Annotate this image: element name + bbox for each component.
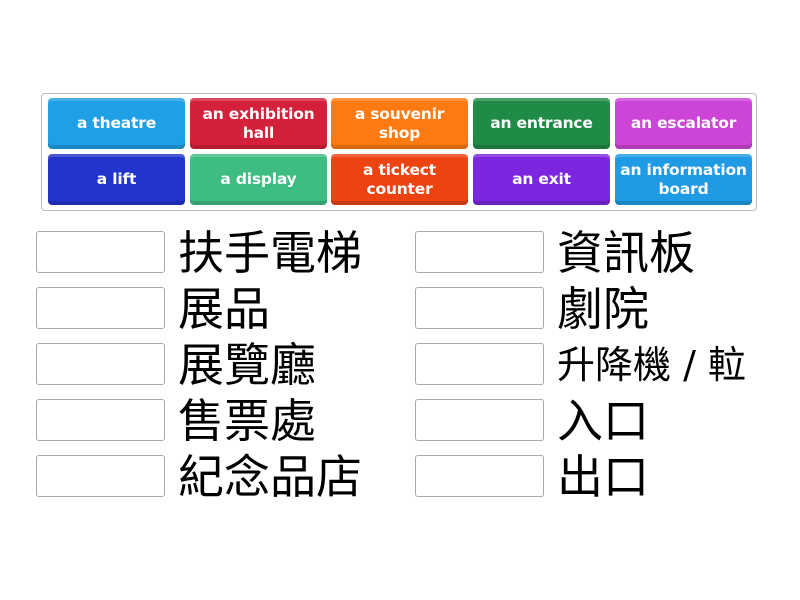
tile-a-ticket-counter[interactable]: a tickect counter: [331, 154, 468, 205]
target-label-theatre: 劇院: [557, 282, 649, 336]
target-label-information-board: 資訊板: [557, 226, 695, 280]
tile-an-entrance[interactable]: an entrance: [473, 98, 610, 149]
target-label-souvenir-shop: 紀念品店: [178, 450, 362, 504]
tile-a-display[interactable]: a display: [190, 154, 327, 205]
target-label-entrance: 入口: [557, 394, 649, 448]
tile-a-theatre[interactable]: a theatre: [48, 98, 185, 149]
tile-a-lift[interactable]: a lift: [48, 154, 185, 205]
drop-slot-information-board[interactable]: [415, 231, 544, 273]
tile-an-exhibition-hall[interactable]: an exhibition hall: [190, 98, 327, 149]
target-label-display: 展品: [178, 282, 270, 336]
tile-an-exit[interactable]: an exit: [473, 154, 610, 205]
drop-slot-exhibition-hall[interactable]: [36, 343, 165, 385]
tile-an-escalator[interactable]: an escalator: [615, 98, 752, 149]
target-label-ticket-counter: 售票處: [178, 394, 316, 448]
target-label-escalator: 扶手電梯: [178, 226, 362, 280]
tile-a-souvenir-shop[interactable]: a souvenir shop: [331, 98, 468, 149]
drop-slot-lift[interactable]: [415, 343, 544, 385]
tile-an-information-board[interactable]: an information board: [615, 154, 752, 205]
drop-slot-ticket-counter[interactable]: [36, 399, 165, 441]
target-label-exhibition-hall: 展覽廳: [178, 338, 316, 392]
drop-slot-exit[interactable]: [415, 455, 544, 497]
drop-slot-entrance[interactable]: [415, 399, 544, 441]
target-label-lift: 升降機 / 𨋢: [557, 343, 746, 387]
drop-slot-escalator[interactable]: [36, 231, 165, 273]
target-label-exit: 出口: [557, 450, 649, 504]
drop-slot-theatre[interactable]: [415, 287, 544, 329]
drop-slot-souvenir-shop[interactable]: [36, 455, 165, 497]
drop-slot-display[interactable]: [36, 287, 165, 329]
